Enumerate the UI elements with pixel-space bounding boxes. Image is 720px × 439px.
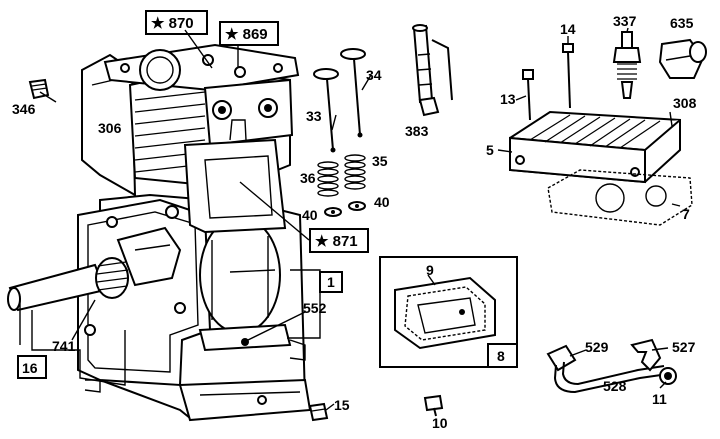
label-5: 5 — [486, 142, 494, 158]
label-552: 552 — [303, 300, 327, 316]
breather-tube-383 — [412, 24, 453, 117]
label-35: 35 — [372, 153, 388, 169]
label-boxes — [17, 10, 518, 379]
cylinder-head-308 — [509, 110, 681, 184]
screw-10 — [423, 394, 444, 417]
label-8: 8 — [497, 348, 505, 364]
label-7: 7 — [682, 206, 690, 222]
label-16: 16 — [22, 360, 38, 376]
spark-plug-boot-635 — [658, 38, 707, 79]
label-34: 34 — [366, 67, 382, 83]
label-40-left: 40 — [302, 207, 318, 223]
label-15: 15 — [334, 397, 350, 413]
cylinder-head — [81, 43, 300, 234]
label-308: 308 — [673, 95, 697, 111]
spark-plug-337 — [612, 31, 642, 99]
label-306: 306 — [98, 120, 122, 136]
screw-15 — [308, 402, 329, 422]
callout-labels: ★ 870 ★ 869 346 306 33 34 383 14 337 635… — [12, 13, 697, 431]
label-527: 527 — [672, 339, 696, 355]
breather-pipe — [546, 338, 677, 394]
label-10: 10 — [432, 415, 448, 431]
label-1: 1 — [327, 274, 335, 290]
label-528: 528 — [603, 378, 627, 394]
valves — [313, 48, 366, 153]
label-870: ★ 870 — [151, 15, 194, 32]
bolt-13 — [522, 69, 534, 121]
label-635: 635 — [670, 15, 694, 31]
label-337: 337 — [613, 13, 637, 29]
label-741: 741 — [52, 338, 76, 354]
label-346: 346 — [12, 101, 36, 117]
label-40-right: 40 — [374, 194, 390, 210]
label-14: 14 — [560, 21, 576, 37]
label-871: ★ 871 — [315, 233, 358, 250]
label-33: 33 — [306, 108, 322, 124]
bolt-14 — [562, 43, 574, 109]
valve-springs — [317, 154, 366, 217]
label-869: ★ 869 — [225, 26, 268, 43]
leader-lines — [19, 27, 681, 411]
crankshaft — [7, 226, 182, 312]
label-11: 11 — [652, 391, 667, 407]
head-gasket-7 — [547, 169, 693, 226]
label-36: 36 — [300, 170, 316, 186]
label-383: 383 — [405, 123, 429, 139]
cover-plate-9 — [394, 276, 496, 350]
label-9: 9 — [426, 262, 434, 278]
label-529: 529 — [585, 339, 609, 355]
label-13: 13 — [500, 91, 516, 107]
